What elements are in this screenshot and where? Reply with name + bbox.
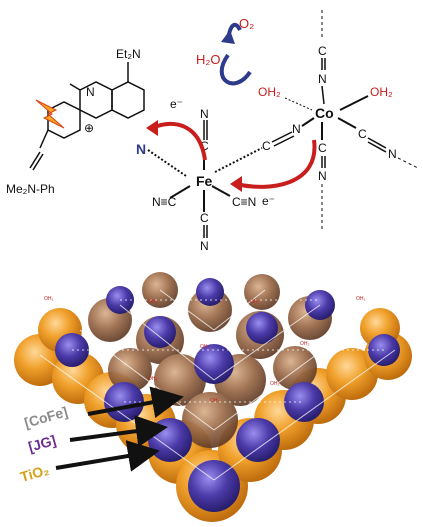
cn-n: C bbox=[358, 127, 367, 141]
cobalt-center: C N Co OH₂ OH₂ C N C N bbox=[258, 10, 419, 230]
iron-label: Fe bbox=[196, 173, 213, 189]
cofe-label: [CoFe] bbox=[22, 403, 69, 431]
fe-cn-n2: N bbox=[200, 239, 209, 253]
water-oxidation-arrow bbox=[219, 53, 252, 86]
oxygen-label: O₂ bbox=[239, 16, 254, 31]
fe-cn-c2: C bbox=[200, 211, 209, 225]
electron-label-1: e⁻ bbox=[170, 97, 183, 111]
tio2-label: TiO₂ bbox=[18, 461, 51, 484]
cn-n: N bbox=[318, 72, 327, 86]
svg-text:N≡C: N≡C bbox=[152, 195, 177, 209]
fe-co-bridge bbox=[214, 147, 263, 173]
tio2-pointer bbox=[55, 440, 160, 472]
cn-c: C bbox=[318, 44, 327, 58]
molecular-scheme: H₂O O₂ C N Co OH₂ OH₂ C N C N bbox=[6, 10, 419, 253]
fe-cn-n: N bbox=[200, 107, 209, 121]
svg-text:OH₂: OH₂ bbox=[44, 296, 54, 302]
bridge-n: N bbox=[292, 122, 301, 136]
oh2-marks: OH₂ OH₂ OH₂ OH₂ OH₂ OH₂ OH₂ OH₂ OH₂ bbox=[44, 296, 366, 404]
oh2-right-label: OH₂ bbox=[370, 85, 393, 99]
electron-arrow-dye bbox=[151, 121, 207, 161]
et2n-label: Et₂N bbox=[116, 47, 141, 61]
svg-text:OH₂: OH₂ bbox=[270, 381, 280, 387]
me2n-label: Me₂N-Ph bbox=[6, 182, 55, 196]
lightning-icon bbox=[35, 99, 65, 129]
methyl-n-label: N bbox=[86, 85, 95, 99]
electron-label-2: e⁻ bbox=[262, 194, 275, 208]
oh2-left-label: OH₂ bbox=[258, 85, 281, 99]
cn-c: N bbox=[388, 147, 397, 161]
iron-center: Fe C N N≡C C≡N C N bbox=[152, 107, 256, 253]
cofe-pointer bbox=[87, 386, 184, 419]
svg-text:C≡N: C≡N bbox=[232, 195, 256, 209]
svg-text:OH₂: OH₂ bbox=[210, 398, 220, 404]
electron-arrow-co bbox=[235, 139, 317, 189]
svg-text:OH₂: OH₂ bbox=[356, 296, 366, 302]
cn-c: N bbox=[318, 169, 327, 183]
svg-text:OH₂: OH₂ bbox=[200, 344, 210, 350]
fe-cn-c: C bbox=[200, 139, 209, 153]
svg-text:OH₂: OH₂ bbox=[148, 376, 158, 382]
cn-n: C bbox=[318, 141, 327, 155]
cobalt-label: Co bbox=[315, 105, 334, 121]
bridge-c: C bbox=[262, 139, 271, 153]
svg-text:OH₂: OH₂ bbox=[300, 341, 310, 347]
surface-rendering: OH₂ OH₂ OH₂ OH₂ OH₂ OH₂ OH₂ OH₂ OH₂ [CoFe] [JG… bbox=[14, 272, 412, 522]
dye-n-label: N bbox=[136, 141, 146, 157]
svg-text:OH₂: OH₂ bbox=[148, 299, 158, 305]
dye-molecule bbox=[29, 62, 145, 171]
svg-text:OH₂: OH₂ bbox=[250, 299, 260, 305]
water-label: H₂O bbox=[196, 52, 221, 67]
charge-plus: ⊕ bbox=[84, 121, 94, 135]
jg-pointer bbox=[69, 415, 168, 448]
jg-label: [JG] bbox=[26, 432, 57, 455]
